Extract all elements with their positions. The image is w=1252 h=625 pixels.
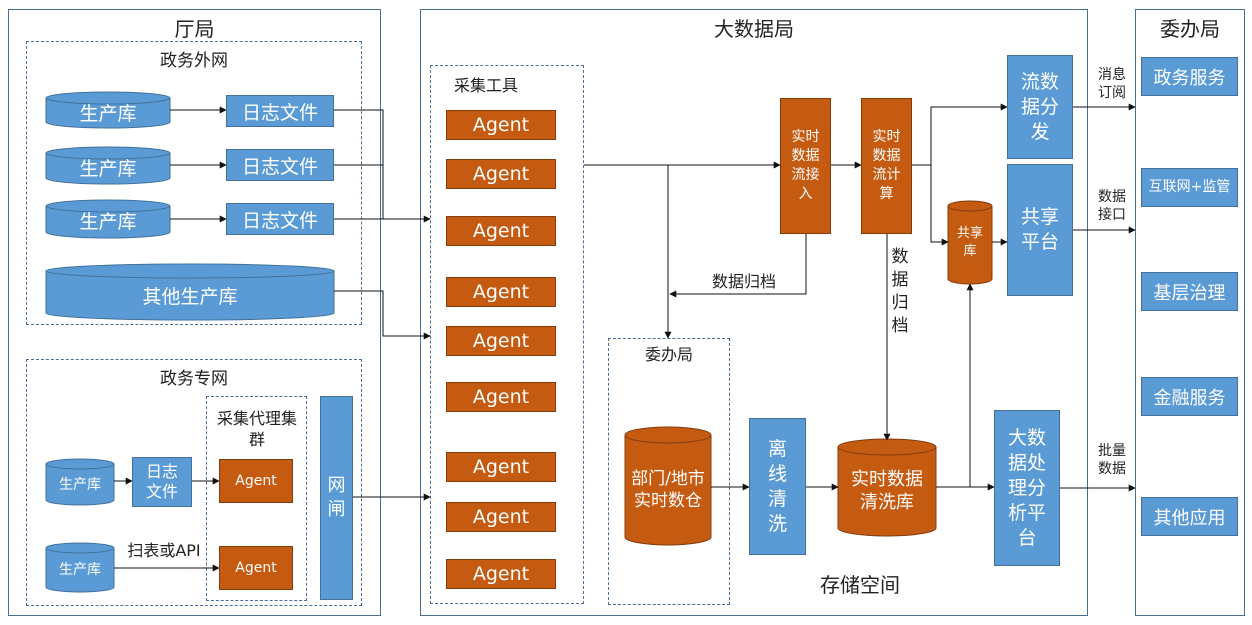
region-private-net: [26, 359, 362, 606]
dept-dw-cylinder: [624, 426, 712, 546]
shared-db-label: 共享库: [956, 226, 983, 259]
private-db-cylinder-1: [45, 458, 115, 506]
consumer-grassroots-gov: 基层治理: [1141, 272, 1238, 311]
db-label-2: 生产库: [79, 157, 137, 180]
collector-agent-1: Agent: [446, 110, 556, 140]
analysis-platform-box: 大数据处理分析平台: [994, 410, 1060, 566]
collector-agent-4: Agent: [446, 277, 556, 307]
panel-bigdata-title: 大数据局: [714, 17, 794, 41]
storage-space-title: 存储空间: [820, 573, 900, 597]
collector-agent-7: Agent: [446, 452, 556, 482]
external-net-title: 政务外网: [160, 51, 228, 71]
gateway-box: 网闸: [320, 396, 353, 600]
private-net-title: 政务专网: [160, 369, 228, 389]
consumer-finance-service: 金融服务: [1141, 377, 1238, 416]
consumer-gov-service: 政务服务: [1141, 57, 1238, 96]
other-db-cylinder: [45, 263, 335, 321]
collector-agent-9: Agent: [446, 559, 556, 589]
region-external-net: [26, 41, 362, 325]
offline-clean-box: 离线清洗: [749, 418, 806, 555]
collector-title: 采集工具: [453, 76, 518, 95]
private-db-label-1: 生产库: [59, 477, 101, 493]
private-log-file: 日志文件: [132, 457, 192, 507]
stream-distribute-box: 流数据分发: [1007, 55, 1073, 159]
collector-agent-5: Agent: [446, 326, 556, 356]
edge-batch-data: 批量数据: [1098, 443, 1126, 477]
proxy-agent-2: Agent: [219, 546, 293, 590]
stream-compute-box: 实时数据流计算: [861, 98, 912, 234]
panel-ting-title: 厅局: [174, 17, 215, 41]
edge-msg-subscribe: 消息订阅: [1098, 67, 1126, 101]
db-cylinder-3: [45, 199, 171, 239]
db-cylinder-1: [45, 91, 171, 129]
region-proxy-cluster: [206, 396, 307, 601]
collector-agent-8: Agent: [446, 502, 556, 532]
log-file-2: 日志文件: [226, 149, 334, 181]
private-db-cylinder-2: [45, 542, 115, 593]
db-cylinder-2: [45, 146, 171, 185]
consumer-internet-supervision: 互联网+监管: [1141, 168, 1238, 207]
scan-or-api-label: 扫表或API: [127, 541, 201, 560]
collector-agent-3: Agent: [446, 216, 556, 246]
log-file-3: 日志文件: [226, 203, 334, 235]
proxy-agent-1: Agent: [219, 459, 293, 503]
archive-label-horizontal: 数据归档: [711, 272, 776, 291]
private-db-label-2: 生产库: [59, 562, 101, 578]
proxy-cluster-title: 采集代理集群: [216, 409, 297, 449]
consumer-other-apps: 其他应用: [1141, 497, 1238, 536]
other-db-label: 其他生产库: [142, 285, 238, 308]
shared-db-cylinder: [947, 200, 993, 285]
share-platform-box: 共享平台: [1007, 164, 1073, 296]
stream-ingest-box: 实时数据流接入: [780, 98, 831, 234]
archive-label-vertical: 数据归档: [891, 247, 909, 336]
collector-agent-2: Agent: [446, 159, 556, 189]
panel-weiban-title: 委办局: [1160, 17, 1220, 41]
dept-dw-label: 部门/地市实时数仓: [631, 469, 705, 511]
collector-agent-6: Agent: [446, 382, 556, 412]
log-file-1: 日志文件: [226, 95, 334, 127]
realtime-db-label: 实时数据清洗库: [851, 469, 923, 513]
edge-data-api: 数据接口: [1098, 189, 1126, 223]
db-label-1: 生产库: [79, 102, 137, 125]
weiban-storage-title: 委办局: [644, 345, 693, 364]
db-label-3: 生产库: [79, 210, 137, 233]
